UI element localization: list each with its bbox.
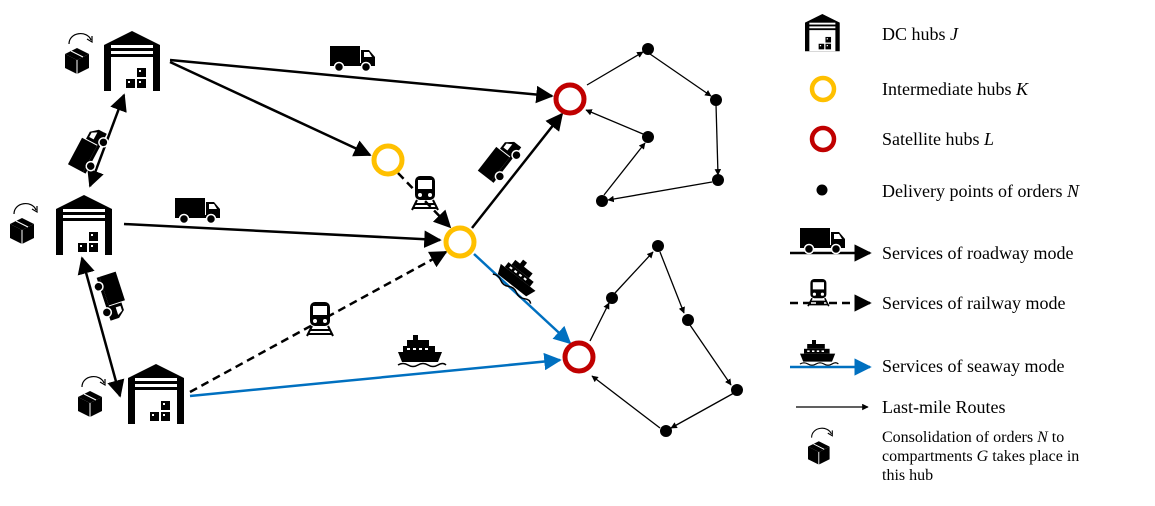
warehouse-icon	[128, 364, 184, 424]
legend-consolidation-label: Consolidation of orders N to compartment…	[882, 429, 1080, 484]
legend-roadway-label: Services of roadway mode	[882, 243, 1074, 263]
edges	[77, 51, 735, 429]
truck-icon	[477, 134, 527, 188]
last-mile-route-2	[589, 251, 735, 429]
dc-hub-2	[9, 195, 112, 255]
legend-satellite-hub-icon	[809, 125, 837, 153]
legend-consolidation-icon	[807, 427, 833, 466]
warehouse-icon	[104, 31, 160, 91]
dc-hub-3	[77, 364, 184, 424]
legend-warehouse-icon	[805, 14, 840, 52]
legend-intermediate-hub-icon	[809, 75, 837, 103]
legend-last-mile-label: Last-mile Routes	[882, 397, 1006, 417]
truck-icon	[174, 197, 221, 225]
legend-satellite-hubs-label: Satellite hubs L	[882, 129, 995, 149]
dc-hub-1	[64, 31, 160, 91]
legend-intermediate-hubs-label: Intermediate hubs K	[882, 79, 1028, 99]
satellite-hub-1	[553, 82, 587, 116]
intermediate-hub-2	[443, 225, 477, 259]
truck-icon	[329, 45, 376, 73]
train-icon	[306, 301, 334, 337]
edge-road-dc1-int1	[169, 60, 372, 157]
legend-seaway-label: Services of seaway mode	[882, 356, 1065, 376]
legend-dc-hubs-label: DC hubs J	[882, 24, 959, 44]
legend-truck-icon	[799, 227, 846, 255]
edge-road-int2-sat1	[471, 112, 564, 229]
truck-icon	[67, 123, 113, 177]
consolidation-icon	[64, 32, 93, 75]
intermediate-hub-1	[371, 143, 405, 177]
edge-road-dc2-dc3	[77, 256, 125, 398]
ship-icon	[397, 334, 447, 368]
legend-ship-icon	[799, 339, 840, 366]
consolidation-icon	[77, 375, 106, 418]
legend-delivery-points-label: Delivery points of orders N	[882, 181, 1079, 201]
delivery-points	[596, 43, 743, 437]
edge-sea-dc3-sat2	[189, 352, 562, 398]
legend	[790, 14, 872, 466]
consolidation-icon	[9, 202, 38, 245]
edge-road-dc1-sat1	[169, 58, 554, 104]
legend-train-icon	[807, 278, 830, 308]
last-mile-route-1	[585, 51, 722, 203]
legend-delivery-point-icon	[816, 184, 828, 196]
legend-railway-label: Services of railway mode	[882, 293, 1066, 313]
edge-road-dc2-int2	[123, 222, 442, 248]
train-icon	[411, 175, 439, 211]
warehouse-icon	[56, 195, 112, 255]
satellite-hub-2	[562, 340, 596, 374]
